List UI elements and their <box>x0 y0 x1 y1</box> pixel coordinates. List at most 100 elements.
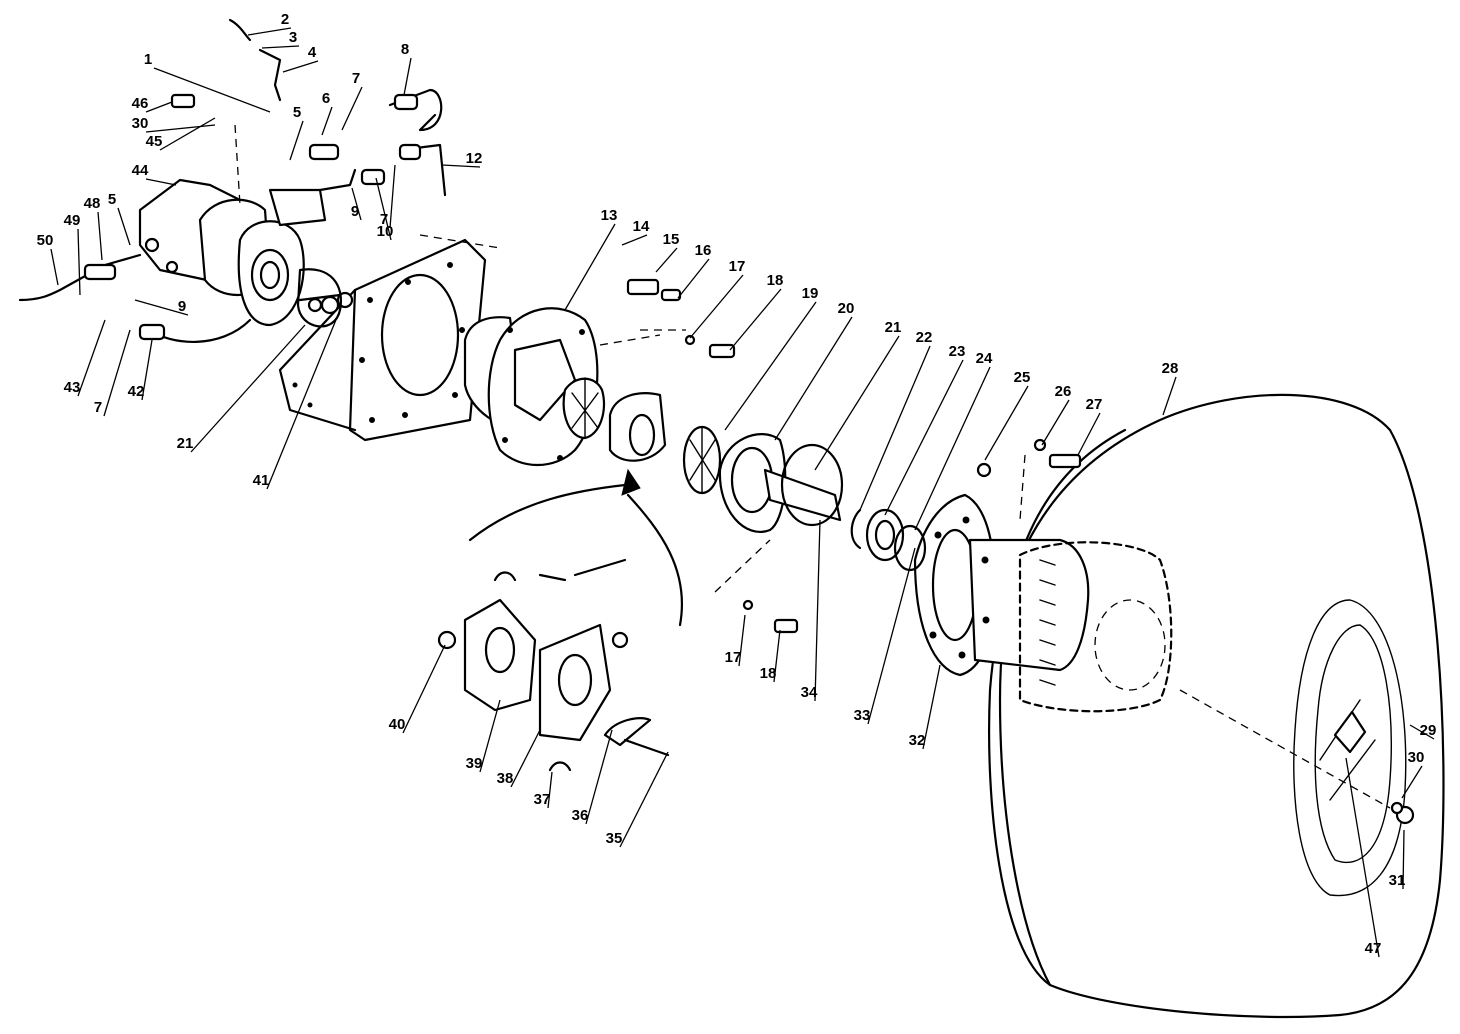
callout-50: 50 <box>37 232 54 249</box>
leader-line-34 <box>814 519 821 702</box>
leader-line-49 <box>77 228 81 296</box>
leader-line-5 <box>117 207 131 246</box>
callout-18: 18 <box>760 665 777 682</box>
leader-line-21 <box>190 324 306 453</box>
leader-line-36 <box>585 729 613 825</box>
leader-line-40 <box>402 644 446 734</box>
tire-28 <box>987 393 1445 1019</box>
leader-line-8 <box>403 57 412 96</box>
callout-42: 42 <box>128 383 145 400</box>
callout-37: 37 <box>534 791 551 808</box>
leader-line-50 <box>50 248 59 286</box>
callout-9: 9 <box>351 203 359 220</box>
callout-1: 1 <box>144 51 152 68</box>
leader-line-7 <box>341 86 363 131</box>
leader-line-48 <box>97 211 103 261</box>
curved-arrow <box>468 468 684 627</box>
fastener-set <box>83 93 1415 825</box>
callout-44: 44 <box>132 162 149 179</box>
callout-5: 5 <box>293 104 301 121</box>
leader-line-9 <box>351 187 362 221</box>
leader-line-18 <box>729 288 782 351</box>
mounting-plate <box>278 238 487 442</box>
leader-line-42 <box>141 339 153 401</box>
leader-line-37 <box>547 771 553 809</box>
callout-26: 26 <box>1055 383 1072 400</box>
callout-28: 28 <box>1162 360 1179 377</box>
callout-29: 29 <box>1420 722 1437 739</box>
callout-16: 16 <box>695 242 712 259</box>
leader-line-23 <box>884 359 964 516</box>
brake-disc-19 <box>682 425 722 495</box>
callout-48: 48 <box>84 195 101 212</box>
callout-41: 41 <box>253 472 270 489</box>
leader-line-29 <box>1409 724 1435 740</box>
leader-line-14 <box>621 234 648 246</box>
callout-15: 15 <box>663 231 680 248</box>
callout-labels: 1234556777899101213141516171718181920212… <box>37 11 1437 957</box>
leader-line-12 <box>441 164 481 168</box>
leader-line-45 <box>159 117 216 151</box>
callout-23: 23 <box>949 343 966 360</box>
callout-7: 7 <box>352 70 360 87</box>
callout-47: 47 <box>1365 940 1382 957</box>
bearing-stack <box>850 508 927 572</box>
callout-46: 46 <box>132 95 149 112</box>
callout-38: 38 <box>497 770 514 787</box>
brake-plate-38 <box>538 623 612 742</box>
callout-25: 25 <box>1014 369 1031 386</box>
callout-13: 13 <box>601 207 618 224</box>
leader-line-31 <box>1402 829 1405 890</box>
callout-2: 2 <box>281 11 289 28</box>
leader-line-46 <box>145 101 173 113</box>
leader-line-22 <box>859 345 931 511</box>
callout-19: 19 <box>802 285 819 302</box>
callout-24: 24 <box>976 350 993 367</box>
leader-line-2 <box>247 27 292 36</box>
callout-30: 30 <box>1408 749 1425 766</box>
callout-36: 36 <box>572 807 589 824</box>
callout-9: 9 <box>178 298 186 315</box>
leader-lines <box>50 27 1435 958</box>
callout-8: 8 <box>401 41 409 58</box>
leader-line-32 <box>922 664 941 750</box>
callout-18: 18 <box>767 272 784 289</box>
callout-43: 43 <box>64 379 81 396</box>
leader-line-28 <box>1162 376 1177 416</box>
leader-line-19 <box>724 301 817 431</box>
dashed-axes <box>234 124 1391 809</box>
callout-40: 40 <box>389 716 406 733</box>
callout-17: 17 <box>729 258 746 275</box>
leader-line-44 <box>145 178 177 186</box>
brake-plate-39 <box>463 598 537 712</box>
leader-line-17 <box>689 274 744 339</box>
callout-3: 3 <box>289 29 297 46</box>
callout-7: 7 <box>380 211 388 228</box>
brake-housing-13 <box>463 307 606 467</box>
leader-line-7 <box>103 329 131 417</box>
callout-35: 35 <box>606 830 623 847</box>
callout-31: 31 <box>1389 872 1406 889</box>
leader-line-26 <box>1041 399 1070 446</box>
callout-39: 39 <box>466 755 483 772</box>
callout-45: 45 <box>146 133 163 150</box>
callout-21: 21 <box>177 435 194 452</box>
callout-32: 32 <box>909 732 926 749</box>
callout-14: 14 <box>633 218 650 235</box>
callout-21: 21 <box>885 319 902 336</box>
callout-27: 27 <box>1086 396 1103 413</box>
leader-line-6 <box>321 106 333 136</box>
callout-22: 22 <box>916 329 933 346</box>
callout-10: 10 <box>377 223 394 240</box>
axle-shaft-20 <box>718 433 844 533</box>
leader-line-35 <box>619 751 669 848</box>
callout-6: 6 <box>322 90 330 107</box>
callout-4: 4 <box>308 44 317 61</box>
callout-49: 49 <box>64 212 81 229</box>
callout-17: 17 <box>725 649 742 666</box>
leader-line-30 <box>1401 765 1423 799</box>
callout-12: 12 <box>466 150 483 167</box>
leader-line-4 <box>282 60 319 73</box>
callout-34: 34 <box>801 684 818 701</box>
